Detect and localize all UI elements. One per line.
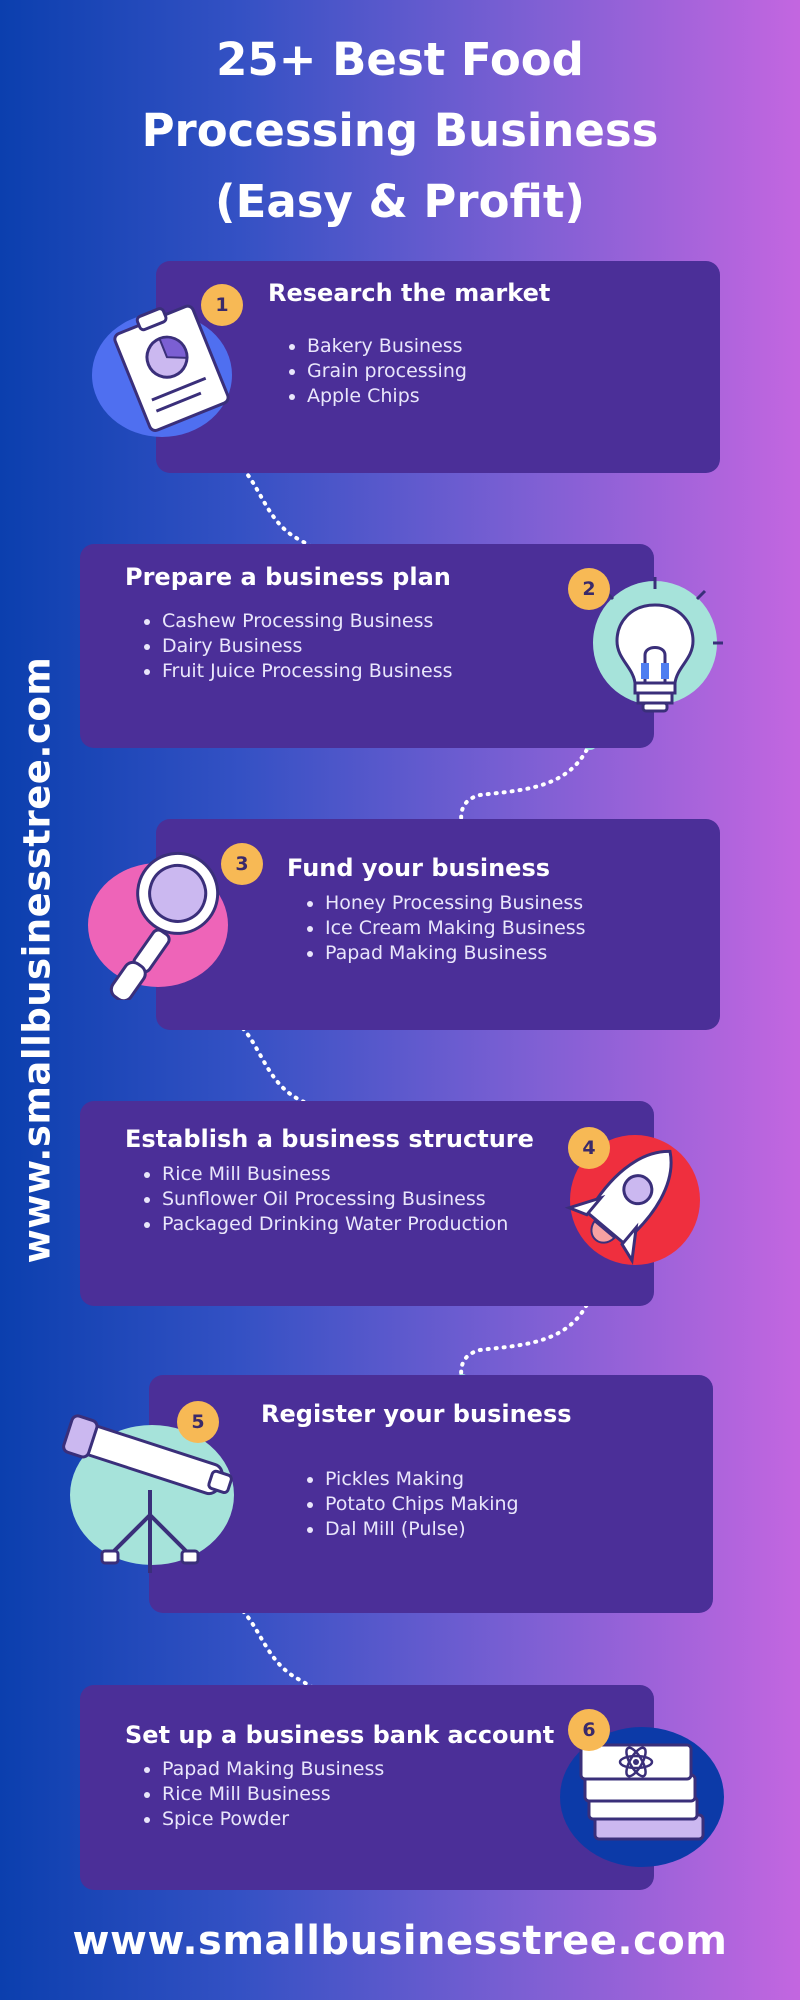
step-card-3: Fund your business Honey Processing Busi… — [156, 819, 720, 1030]
list-item: Dairy Business — [162, 634, 453, 659]
step-number-badge: 6 — [568, 1709, 610, 1751]
clipboard-chart-icon — [92, 304, 232, 437]
step-title: Prepare a business plan — [125, 563, 451, 591]
step-card-2: Prepare a business plan Cashew Processin… — [80, 544, 654, 748]
step-number-badge: 2 — [568, 568, 610, 610]
list-item: Cashew Processing Business — [162, 609, 453, 634]
list-item: Papad Making Business — [162, 1757, 384, 1782]
list-item: Fruit Juice Processing Business — [162, 659, 453, 684]
step-list: Cashew Processing Business Dairy Busines… — [140, 609, 453, 684]
step-list: Papad Making Business Rice Mill Business… — [140, 1757, 384, 1832]
list-item: Dal Mill (Pulse) — [325, 1517, 519, 1542]
list-item: Spice Powder — [162, 1807, 384, 1832]
step-number-badge: 4 — [568, 1127, 610, 1169]
step-number-badge: 1 — [201, 284, 243, 326]
telescope-icon — [62, 1414, 234, 1573]
step-list: Pickles Making Potato Chips Making Dal M… — [303, 1467, 519, 1542]
magnifying-glass-icon — [88, 851, 228, 1000]
step-list: Honey Processing Business Ice Cream Maki… — [303, 891, 586, 966]
list-item: Rice Mill Business — [162, 1162, 508, 1187]
list-item: Potato Chips Making — [325, 1492, 519, 1517]
list-item: Bakery Business — [307, 334, 467, 359]
step-list: Rice Mill Business Sunflower Oil Process… — [140, 1162, 508, 1237]
step-title: Fund your business — [287, 854, 551, 882]
title-line: (Easy & Profit) — [215, 175, 585, 228]
connector-4-5 — [459, 1296, 592, 1383]
list-item: Ice Cream Making Business — [325, 916, 586, 941]
list-item: Grain processing — [307, 359, 467, 384]
step-card-5: Register your business Pickles Making Po… — [149, 1375, 713, 1613]
rocket-icon — [564, 1135, 700, 1265]
connector-3-4 — [222, 1012, 342, 1116]
list-item: Packaged Drinking Water Production — [162, 1212, 508, 1237]
list-item: Papad Making Business — [325, 941, 586, 966]
step-title: Research the market — [268, 279, 551, 307]
page-title: 25+ Best Food Processing Business (Easy … — [0, 24, 800, 237]
list-item: Rice Mill Business — [162, 1782, 384, 1807]
step-card-1: Research the market Bakery Business Grai… — [156, 261, 720, 473]
list-item: Sunflower Oil Processing Business — [162, 1187, 508, 1212]
step-title: Establish a business structure — [125, 1125, 534, 1153]
footer-website-url: www.smallbusinesstree.com — [72, 1918, 728, 1964]
cash-stack-icon — [560, 1727, 724, 1867]
list-item: Apple Chips — [307, 384, 467, 409]
lightbulb-icon — [593, 577, 723, 713]
step-number-badge: 5 — [177, 1401, 219, 1443]
step-number-badge: 3 — [221, 843, 263, 885]
connector-2-3 — [459, 741, 592, 828]
connector-1-2 — [222, 453, 342, 558]
list-item: Honey Processing Business — [325, 891, 586, 916]
title-line: 25+ Best Food — [216, 33, 584, 86]
step-title: Register your business — [261, 1400, 572, 1428]
list-item: Pickles Making — [325, 1467, 519, 1492]
title-line: Processing Business — [141, 104, 659, 157]
step-list: Bakery Business Grain processing Apple C… — [285, 334, 467, 409]
step-card-4: Establish a business structure Rice Mill… — [80, 1101, 654, 1306]
step-title: Set up a business bank account — [125, 1721, 555, 1749]
step-card-6: Set up a business bank account Papad Mak… — [80, 1685, 654, 1890]
